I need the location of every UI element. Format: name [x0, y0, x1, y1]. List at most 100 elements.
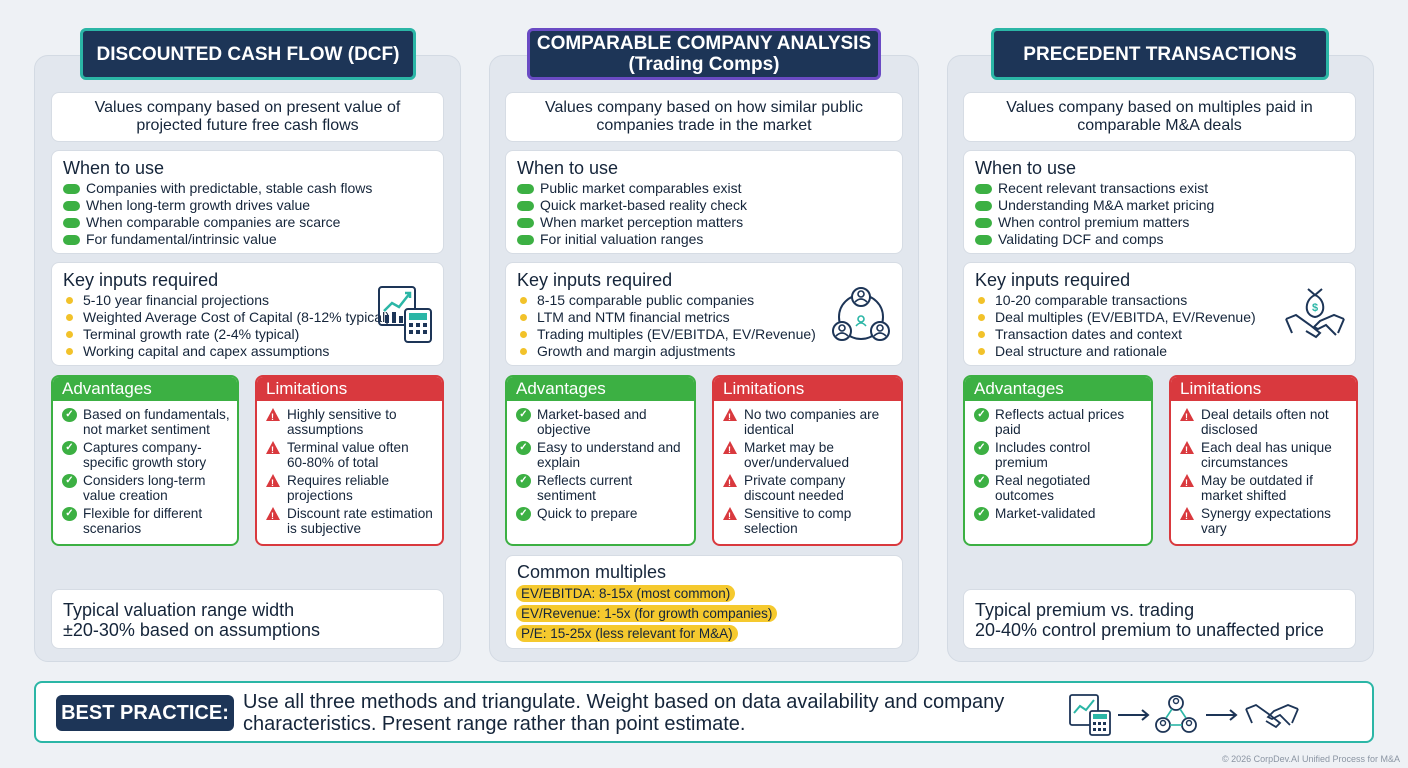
chart-calculator-icon: [1069, 694, 1111, 736]
comps-limitations: Limitations No two companies areidentica…: [712, 375, 903, 546]
warning-icon: [1180, 441, 1194, 458]
dcf-key-inputs: Key inputs required 5-10 year financial …: [51, 262, 444, 366]
yellow-dot-icon: [520, 314, 527, 321]
multiple-badge: EV/EBITDA: 8-15x (most common): [516, 585, 736, 602]
green-pill-icon: [517, 217, 534, 228]
yellow-dot-icon: [66, 297, 73, 304]
list-item: Weighted Average Cost of Capital (8-12% …: [63, 309, 390, 326]
advantages-title: Advantages: [507, 377, 694, 401]
yellow-dot-icon: [978, 331, 985, 338]
list-item: Growth and margin adjustments: [517, 343, 816, 360]
arrow-right-icon: [1118, 709, 1150, 721]
method-flow: [1069, 694, 1299, 736]
list-item: Trading multiples (EV/EBITDA, EV/Revenue…: [517, 326, 816, 343]
handshake-icon: [1245, 703, 1299, 729]
section-title: Key inputs required: [63, 270, 219, 290]
advantage-item: ✓Captures company-specific growth story: [62, 440, 237, 470]
limitations-title: Limitations: [1171, 377, 1356, 401]
warning-icon: [266, 474, 280, 491]
section-title: When to use: [975, 158, 1077, 178]
section-title: When to use: [63, 158, 165, 178]
green-pill-icon: [975, 234, 992, 245]
list-item: 5-10 year financial projections: [63, 292, 390, 309]
comps-header: COMPARABLE COMPANY ANALYSIS(Trading Comp…: [527, 28, 881, 80]
header-title: PRECEDENT TRANSACTIONS: [1023, 43, 1297, 65]
dcf-limitations: Limitations Highly sensitive toassumptio…: [255, 375, 444, 546]
bottom-line: 20-40% control premium to unaffected pri…: [975, 620, 1324, 640]
list-item: Terminal growth rate (2-4% typical): [63, 326, 390, 343]
green-pill-icon: [63, 183, 80, 194]
dcf-description: Values company based on present value of…: [51, 92, 444, 142]
advantage-item: ✓Market-validated: [974, 506, 1151, 521]
advantages-title: Advantages: [53, 377, 237, 401]
yellow-dot-icon: [66, 331, 73, 338]
list-item: Understanding M&A market pricing: [975, 197, 1214, 214]
warning-icon: [723, 441, 737, 458]
precedents-premium: Typical premium vs. trading 20-40% contr…: [963, 589, 1356, 649]
yellow-dot-icon: [978, 297, 985, 304]
header-subtitle: (Trading Comps): [628, 54, 780, 75]
green-pill-icon: [975, 217, 992, 228]
precedents-description: Values company based on multiples paid i…: [963, 92, 1356, 142]
best-practice-text: Use all three methods and triangulate. W…: [243, 691, 1005, 735]
section-title: Common multiples: [517, 562, 667, 582]
description-line: Values company based on how similar publ…: [544, 99, 864, 116]
check-icon: ✓: [516, 408, 531, 422]
warning-icon: [266, 507, 280, 524]
list-item: For fundamental/intrinsic value: [63, 231, 372, 248]
best-practice-label: BEST PRACTICE:: [56, 695, 234, 731]
people-network-icon: [832, 287, 890, 341]
warning-icon: [723, 507, 737, 524]
yellow-dot-icon: [978, 314, 985, 321]
list-item: LTM and NTM financial metrics: [517, 309, 816, 326]
yellow-dot-icon: [520, 348, 527, 355]
description-line: Values company based on present value of: [94, 99, 401, 116]
list-item: When long-term growth drives value: [63, 197, 372, 214]
check-icon: ✓: [62, 507, 77, 521]
advantage-item: ✓Quick to prepare: [516, 506, 694, 521]
green-pill-icon: [517, 200, 534, 211]
list-item: Recent relevant transactions exist: [975, 180, 1214, 197]
section-title: Key inputs required: [975, 270, 1131, 290]
comps-when-to-use: When to use Public market comparables ex…: [505, 150, 903, 254]
green-pill-icon: [975, 200, 992, 211]
precedents-limitations: Limitations Deal details often notdisclo…: [1169, 375, 1358, 546]
list-item: Validating DCF and comps: [975, 231, 1214, 248]
check-icon: ✓: [516, 441, 531, 455]
yellow-dot-icon: [978, 348, 985, 355]
advantages-title: Advantages: [965, 377, 1151, 401]
warning-icon: [266, 408, 280, 425]
footer-copyright: © 2026 CorpDev.AI Unified Process for M&…: [1221, 754, 1400, 764]
green-pill-icon: [517, 234, 534, 245]
green-pill-icon: [63, 217, 80, 228]
check-icon: ✓: [62, 441, 77, 455]
check-icon: ✓: [516, 507, 531, 521]
bottom-line: Typical premium vs. trading: [975, 600, 1195, 620]
description-line: Values company based on multiples paid i…: [1006, 99, 1313, 116]
list-item: For initial valuation ranges: [517, 231, 747, 248]
warning-icon: [266, 441, 280, 458]
list-item: Working capital and capex assumptions: [63, 343, 390, 360]
warning-icon: [723, 474, 737, 491]
list-item: Public market comparables exist: [517, 180, 747, 197]
svg-text:$: $: [1312, 302, 1318, 314]
green-pill-icon: [63, 234, 80, 245]
comps-key-inputs: Key inputs required 8-15 comparable publ…: [505, 262, 903, 366]
list-item: When market perception matters: [517, 214, 747, 231]
list-item: Deal multiples (EV/EBITDA, EV/Revenue): [975, 309, 1256, 326]
comps-description: Values company based on how similar publ…: [505, 92, 903, 142]
warning-icon: [1180, 507, 1194, 524]
list-item: Deal structure and rationale: [975, 343, 1256, 360]
chart-calculator-icon: [378, 286, 432, 343]
